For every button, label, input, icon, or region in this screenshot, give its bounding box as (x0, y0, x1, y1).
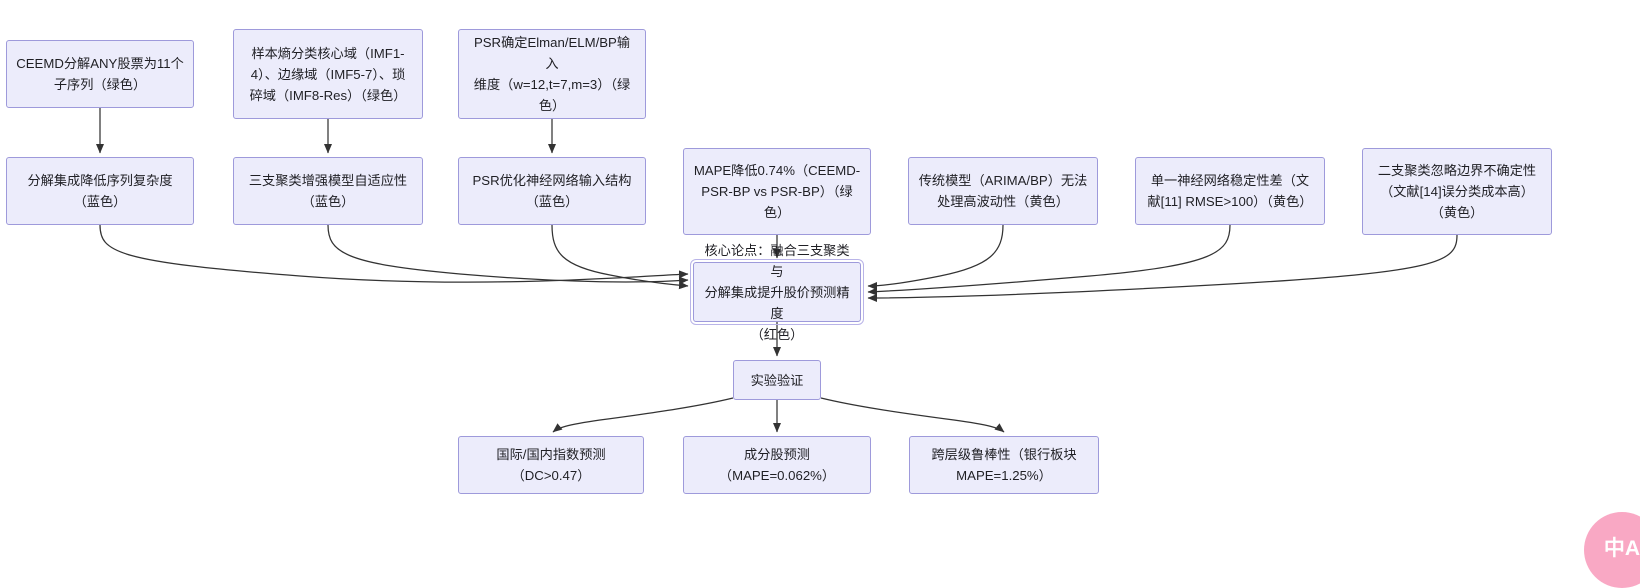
node-three-way-clustering-adaptivity[interactable]: 三支聚类增强模型自适应性 （蓝色） (233, 157, 423, 225)
node-label: CEEMD分解ANY股票为11个 子序列（绿色） (16, 56, 184, 92)
node-label: 样本熵分类核心域（IMF1- 4）、边缘域（IMF5-7）、琐 碎域（IMF8-… (249, 45, 407, 103)
node-mape-reduction-evidence[interactable]: MAPE降低0.74%（CEEMD- PSR-BP vs PSR-BP）（绿 色… (683, 148, 871, 235)
node-core-claim[interactable]: 核心论点：融合三支聚类与 分解集成提升股价预测精度 （红色） (690, 243, 864, 342)
edge-n5-n11 (327, 224, 689, 285)
node-label: PSR优化神经网络输入结构 （蓝色） (472, 173, 632, 209)
edge-n4-n11 (99, 224, 689, 283)
node-label: 二支聚类忽略边界不确定性 （文献[14]误分类成本高） （黄色） (1377, 163, 1537, 220)
node-decomposition-reduces-complexity[interactable]: 分解集成降低序列复杂度 （蓝色） (6, 157, 194, 225)
node-label: 核心论点：融合三支聚类与 分解集成提升股价预测精度 （红色） (704, 242, 850, 342)
edge-n9-n11 (867, 224, 1231, 296)
node-two-way-clustering-boundary[interactable]: 二支聚类忽略边界不确定性 （文献[14]误分类成本高） （黄色） (1362, 148, 1552, 235)
node-label: 单一神经网络稳定性差（文 献[11] RMSE>100）（黄色） (1147, 173, 1313, 209)
edge-n12-n13 (552, 397, 734, 433)
node-label: 实验验证 (750, 372, 804, 388)
node-sample-entropy-classification[interactable]: 样本熵分类核心域（IMF1- 4）、边缘域（IMF5-7）、琐 碎域（IMF8-… (233, 29, 423, 119)
edge-n10-n11 (867, 234, 1458, 302)
node-psr-input-dimension[interactable]: PSR确定Elman/ELM/BP输入 维度（w=12,t=7,m=3）（绿 色… (458, 29, 646, 119)
node-label: MAPE降低0.74%（CEEMD- PSR-BP vs PSR-BP）（绿 色… (693, 163, 861, 220)
node-label: 国际/国内指数预测 （DC>0.47） (496, 447, 606, 483)
node-label: PSR确定Elman/ELM/BP输入 维度（w=12,t=7,m=3）（绿 色… (473, 35, 631, 113)
node-label: 分解集成降低序列复杂度 （蓝色） (27, 173, 173, 209)
node-label: 跨层级鲁棒性（银行板块 MAPE=1.25%） (931, 447, 1077, 483)
node-experimental-validation[interactable]: 实验验证 (733, 360, 821, 400)
diagram-canvas: CEEMD分解ANY股票为11个 子序列（绿色） 样本熵分类核心域（IMF1- … (6, 29, 1640, 588)
watermark-badge: 中A (1584, 512, 1640, 588)
node-traditional-model-limitation[interactable]: 传统模型（ARIMA/BP）无法 处理高波动性（黄色） (908, 157, 1098, 225)
edge-n8-n11 (867, 224, 1004, 290)
node-result-constituent-stock-forecast[interactable]: 成分股预测 （MAPE=0.062%） (683, 436, 871, 494)
node-ceemd-decomposition[interactable]: CEEMD分解ANY股票为11个 子序列（绿色） (6, 40, 194, 108)
edge-n6-n11 (551, 224, 689, 290)
node-result-index-forecast[interactable]: 国际/国内指数预测 （DC>0.47） (458, 436, 644, 494)
node-label: 三支聚类增强模型自适应性 （蓝色） (248, 173, 408, 209)
edge-n12-n15 (820, 397, 1005, 433)
node-label: 成分股预测 （MAPE=0.062%） (718, 447, 836, 483)
node-result-cross-level-robustness[interactable]: 跨层级鲁棒性（银行板块 MAPE=1.25%） (909, 436, 1099, 494)
node-label: 传统模型（ARIMA/BP）无法 处理高波动性（黄色） (918, 173, 1088, 209)
node-single-network-instability[interactable]: 单一神经网络稳定性差（文 献[11] RMSE>100）（黄色） (1135, 157, 1325, 225)
node-psr-optimizes-network-input[interactable]: PSR优化神经网络输入结构 （蓝色） (458, 157, 646, 225)
watermark-text: 中A (1603, 536, 1640, 560)
